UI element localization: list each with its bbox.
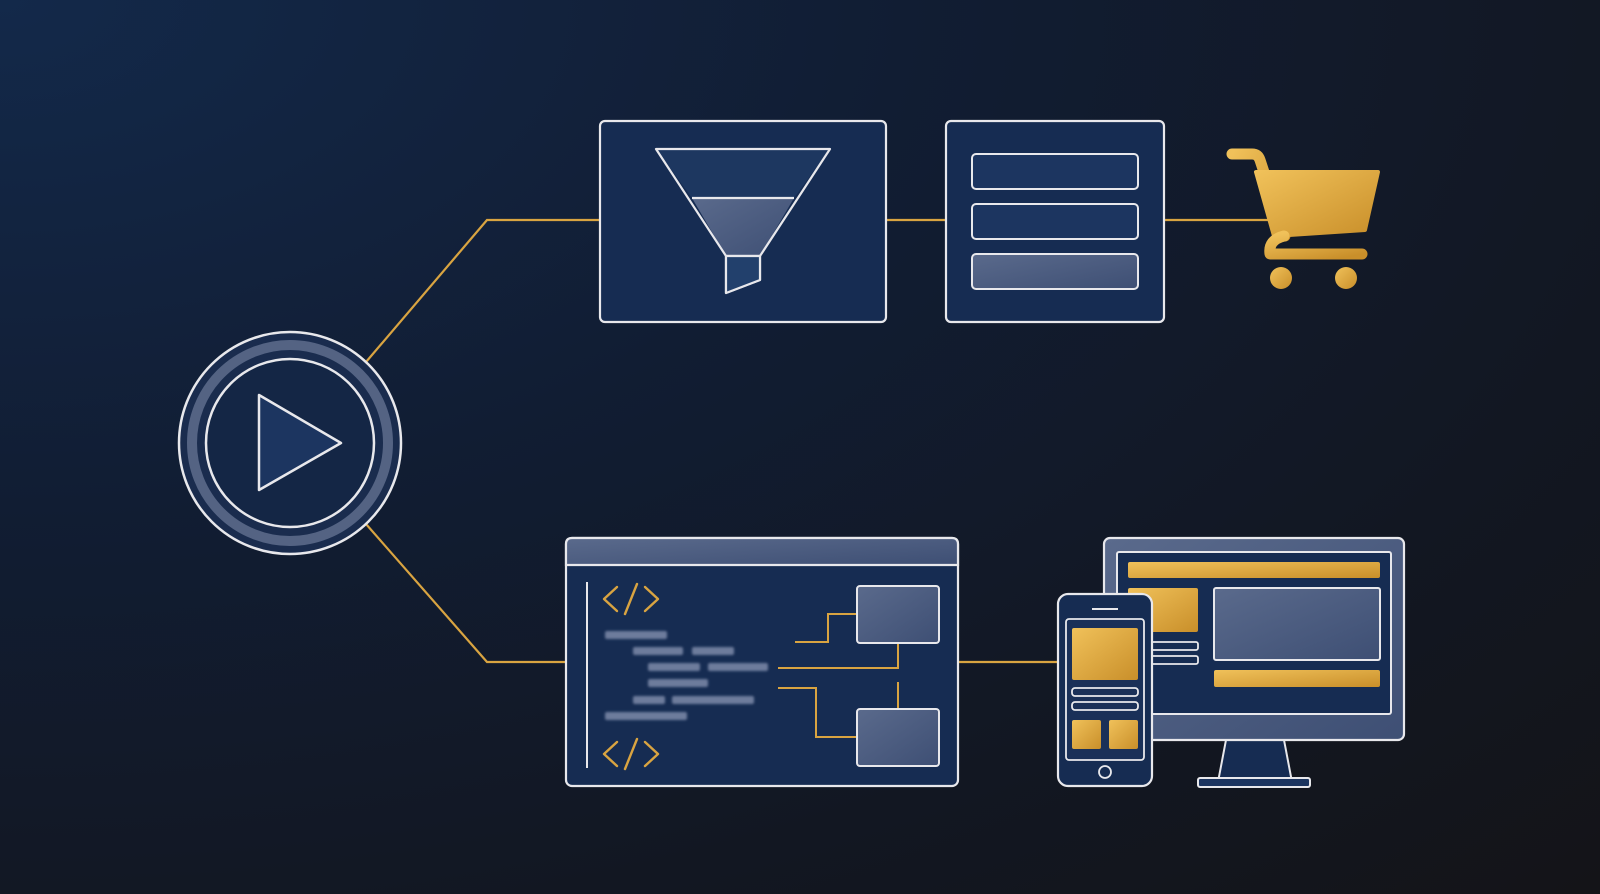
form-field-2 [971,203,1139,240]
form-field-1 [971,153,1139,190]
connector-start-to-code [365,523,566,664]
form-fields-icon [971,153,1139,290]
shopping-cart-icon[interactable] [1226,148,1380,289]
code-lines [605,631,768,720]
mobile-phone-icon [1056,592,1154,788]
form-field-3 [971,253,1139,290]
responsive-devices-icon[interactable] [1056,536,1406,788]
play-triangle-icon [257,393,343,492]
connector-start-to-funnel [365,218,600,363]
flow-block-top [856,585,940,644]
code-editor-panel[interactable] [564,536,960,788]
desktop-monitor-icon [1102,536,1406,788]
connector-lines [365,218,1270,664]
flow-block-bottom [856,708,940,767]
code-tag-icon [602,737,660,771]
form-panel[interactable] [944,119,1166,324]
funnel-icon [654,147,832,295]
funnel-panel[interactable] [598,119,888,324]
code-tag-icon [602,582,660,616]
flow-connectors [778,613,899,738]
play-button-icon[interactable] [177,330,403,556]
